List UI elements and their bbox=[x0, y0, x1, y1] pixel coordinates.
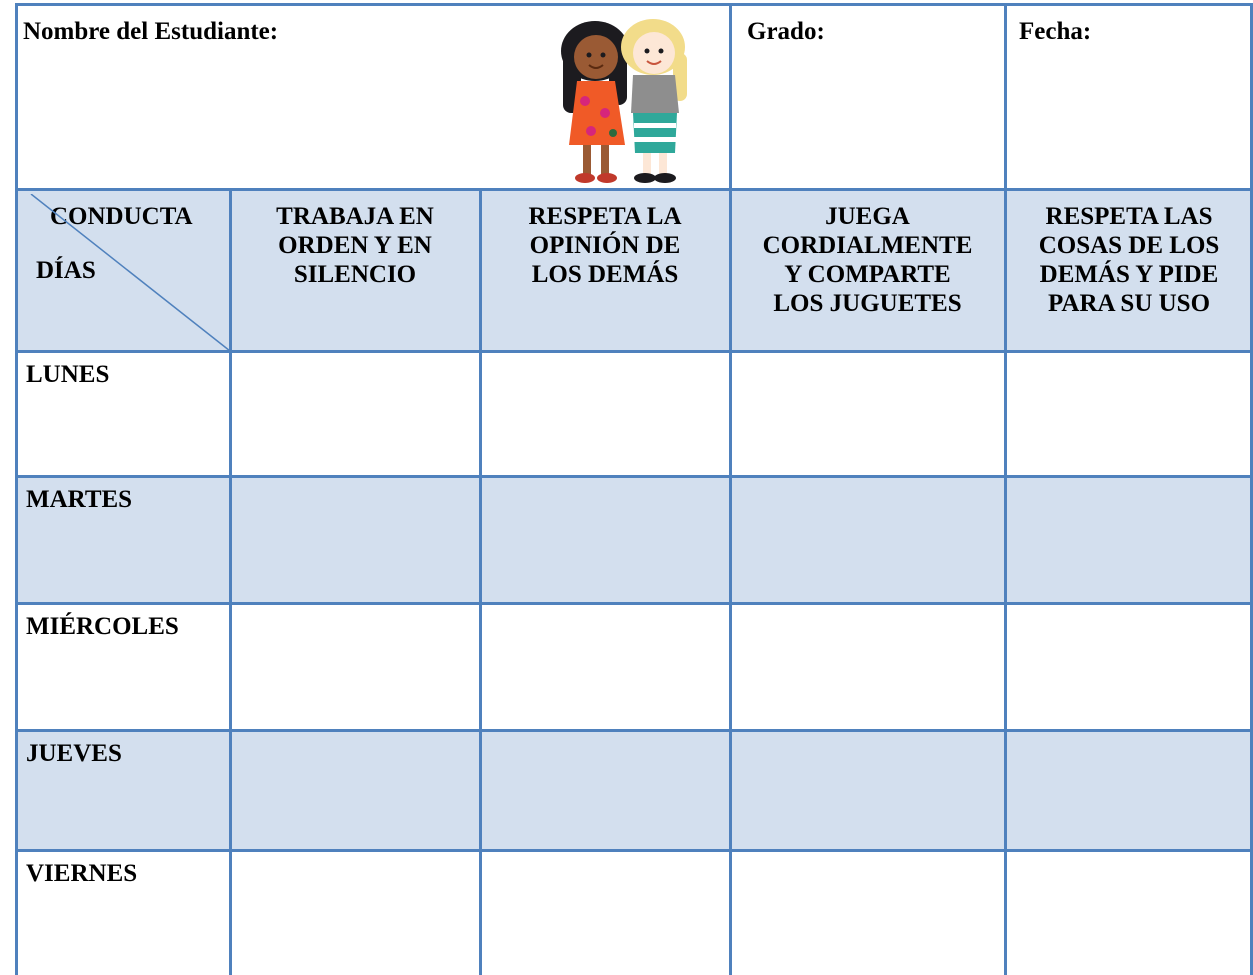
day-cell-viernes: VIERNES bbox=[17, 851, 230, 975]
column-header-4: RESPETA LAS COSAS DE LOS DEMÁS Y PIDE PA… bbox=[1005, 194, 1253, 352]
corner-header-cell: CONDUCTA DÍAS bbox=[17, 194, 230, 352]
entry-row-martes[interactable] bbox=[230, 477, 1253, 604]
student-name-cell: Nombre del Estudiante: bbox=[17, 5, 730, 191]
grid-line-row-3 bbox=[15, 602, 1253, 605]
entry-row-lunes[interactable] bbox=[230, 352, 1253, 477]
corner-bottom-label: DÍAS bbox=[36, 257, 96, 284]
student-name-label: Nombre del Estudiante: bbox=[23, 18, 279, 45]
day-cell-martes: MARTES bbox=[17, 477, 230, 604]
two-children-illustration bbox=[553, 13, 698, 187]
day-label-jueves: JUEVES bbox=[26, 740, 122, 767]
day-label-viernes: VIERNES bbox=[26, 860, 138, 887]
grid-line-row-1 bbox=[15, 350, 1253, 353]
row-band-martes bbox=[17, 477, 1253, 604]
row-band-jueves bbox=[17, 731, 1253, 851]
day-cell-lunes: LUNES bbox=[17, 352, 230, 477]
grid-line-right bbox=[1250, 3, 1253, 975]
date-label: Fecha: bbox=[1019, 18, 1092, 45]
corner-diagonal-line bbox=[30, 194, 230, 351]
day-label-martes: MARTES bbox=[26, 486, 133, 513]
column-header-1-text: TRABAJA EN ORDEN Y EN SILENCIO bbox=[276, 203, 434, 288]
day-cell-jueves: JUEVES bbox=[17, 731, 230, 851]
grid-line-row-5 bbox=[15, 849, 1253, 852]
header-row-band bbox=[17, 191, 1253, 352]
date-cell: Fecha: bbox=[1005, 5, 1253, 191]
grid-line-col-1 bbox=[229, 190, 232, 975]
column-header-2-text: RESPETA LA OPINIÓN DE LOS DEMÁS bbox=[528, 203, 682, 288]
grade-label: Grado: bbox=[747, 18, 825, 45]
column-header-4-text: RESPETA LAS COSAS DE LOS DEMÁS Y PIDE PA… bbox=[1038, 203, 1220, 317]
day-label-miercoles: MIÉRCOLES bbox=[26, 613, 179, 640]
entry-row-miercoles[interactable] bbox=[230, 604, 1253, 731]
grid-line-row-4 bbox=[15, 729, 1253, 732]
column-header-3: JUEGA CORDIALMENTE Y COMPARTE LOS JUGUET… bbox=[730, 194, 1005, 352]
grid-line-left bbox=[15, 3, 18, 975]
entry-row-viernes[interactable] bbox=[230, 851, 1253, 975]
grid-line-header-top bbox=[15, 188, 1253, 191]
children-image bbox=[561, 19, 687, 183]
corner-top-label: CONDUCTA bbox=[50, 203, 193, 230]
day-label-lunes: LUNES bbox=[26, 361, 110, 388]
column-header-2: RESPETA LA OPINIÓN DE LOS DEMÁS bbox=[480, 194, 730, 352]
entry-row-jueves[interactable] bbox=[230, 731, 1253, 851]
grid-line-col-4 bbox=[1004, 3, 1007, 975]
grid-line-top bbox=[15, 3, 1253, 6]
grid-line-col-2 bbox=[479, 190, 482, 975]
column-header-1: TRABAJA EN ORDEN Y EN SILENCIO bbox=[230, 194, 480, 352]
grade-cell: Grado: bbox=[730, 5, 1005, 191]
day-cell-miercoles: MIÉRCOLES bbox=[17, 604, 230, 731]
grid-line-col-3 bbox=[729, 3, 732, 975]
grid-line-row-2 bbox=[15, 475, 1253, 478]
column-header-3-text: JUEGA CORDIALMENTE Y COMPARTE LOS JUGUET… bbox=[762, 203, 973, 317]
